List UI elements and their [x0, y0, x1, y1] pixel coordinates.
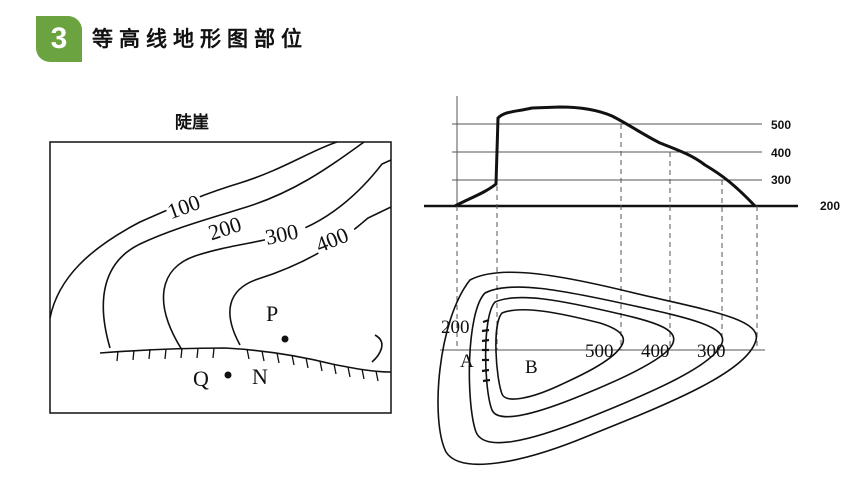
contour-line-300 [162, 159, 392, 351]
contour-line-400 [229, 206, 392, 346]
hill-label-300: 300 [697, 341, 726, 362]
profile-label-300: 300 [771, 173, 791, 187]
terrain-profile: 500 400 300 200 [424, 96, 840, 213]
contour-label-300: 300 [263, 219, 300, 250]
hill-contour-map [437, 271, 765, 466]
hill-contour-500 [495, 308, 625, 400]
hill-label-200: 200 [441, 317, 470, 338]
profile-label-500: 500 [771, 118, 791, 132]
profile-label-200: 200 [820, 199, 840, 213]
hill-map-labels: 200 500 400 300 A B [441, 317, 726, 378]
cliff-hachures [116, 347, 379, 382]
point-q-marker [224, 371, 232, 379]
hill-contour-300 [468, 286, 724, 444]
point-p-marker [281, 335, 289, 343]
hill-cliff-hachures [481, 318, 491, 383]
projection-lines [456, 124, 758, 350]
left-contour-map [49, 141, 392, 414]
section-number-badge: 3 [36, 16, 82, 62]
point-n-label: N [252, 364, 268, 389]
profile-grid [452, 96, 762, 206]
hill-contour-400 [484, 296, 675, 418]
contour-line-200 [102, 141, 365, 349]
page-title: 等高线地形图部位 [92, 27, 308, 51]
profile-axis-labels: 500 400 300 200 [771, 118, 840, 213]
point-p-label: P [266, 301, 278, 326]
profile-curve [454, 105, 757, 208]
cliff-line [99, 347, 392, 373]
hill-contour-200 [437, 271, 758, 466]
hill-label-500: 500 [585, 341, 614, 362]
left-map-labels: 100 200 300 400 P Q N [162, 188, 359, 391]
left-map-caption: 陡崖 [175, 113, 209, 133]
point-b-label: B [525, 357, 538, 378]
point-a-label: A [460, 351, 474, 372]
left-map-frame [49, 141, 392, 414]
hill-label-400: 400 [641, 341, 670, 362]
point-q-label: Q [193, 366, 209, 391]
inner-ridge-line [371, 334, 383, 363]
profile-label-400: 400 [771, 146, 791, 160]
